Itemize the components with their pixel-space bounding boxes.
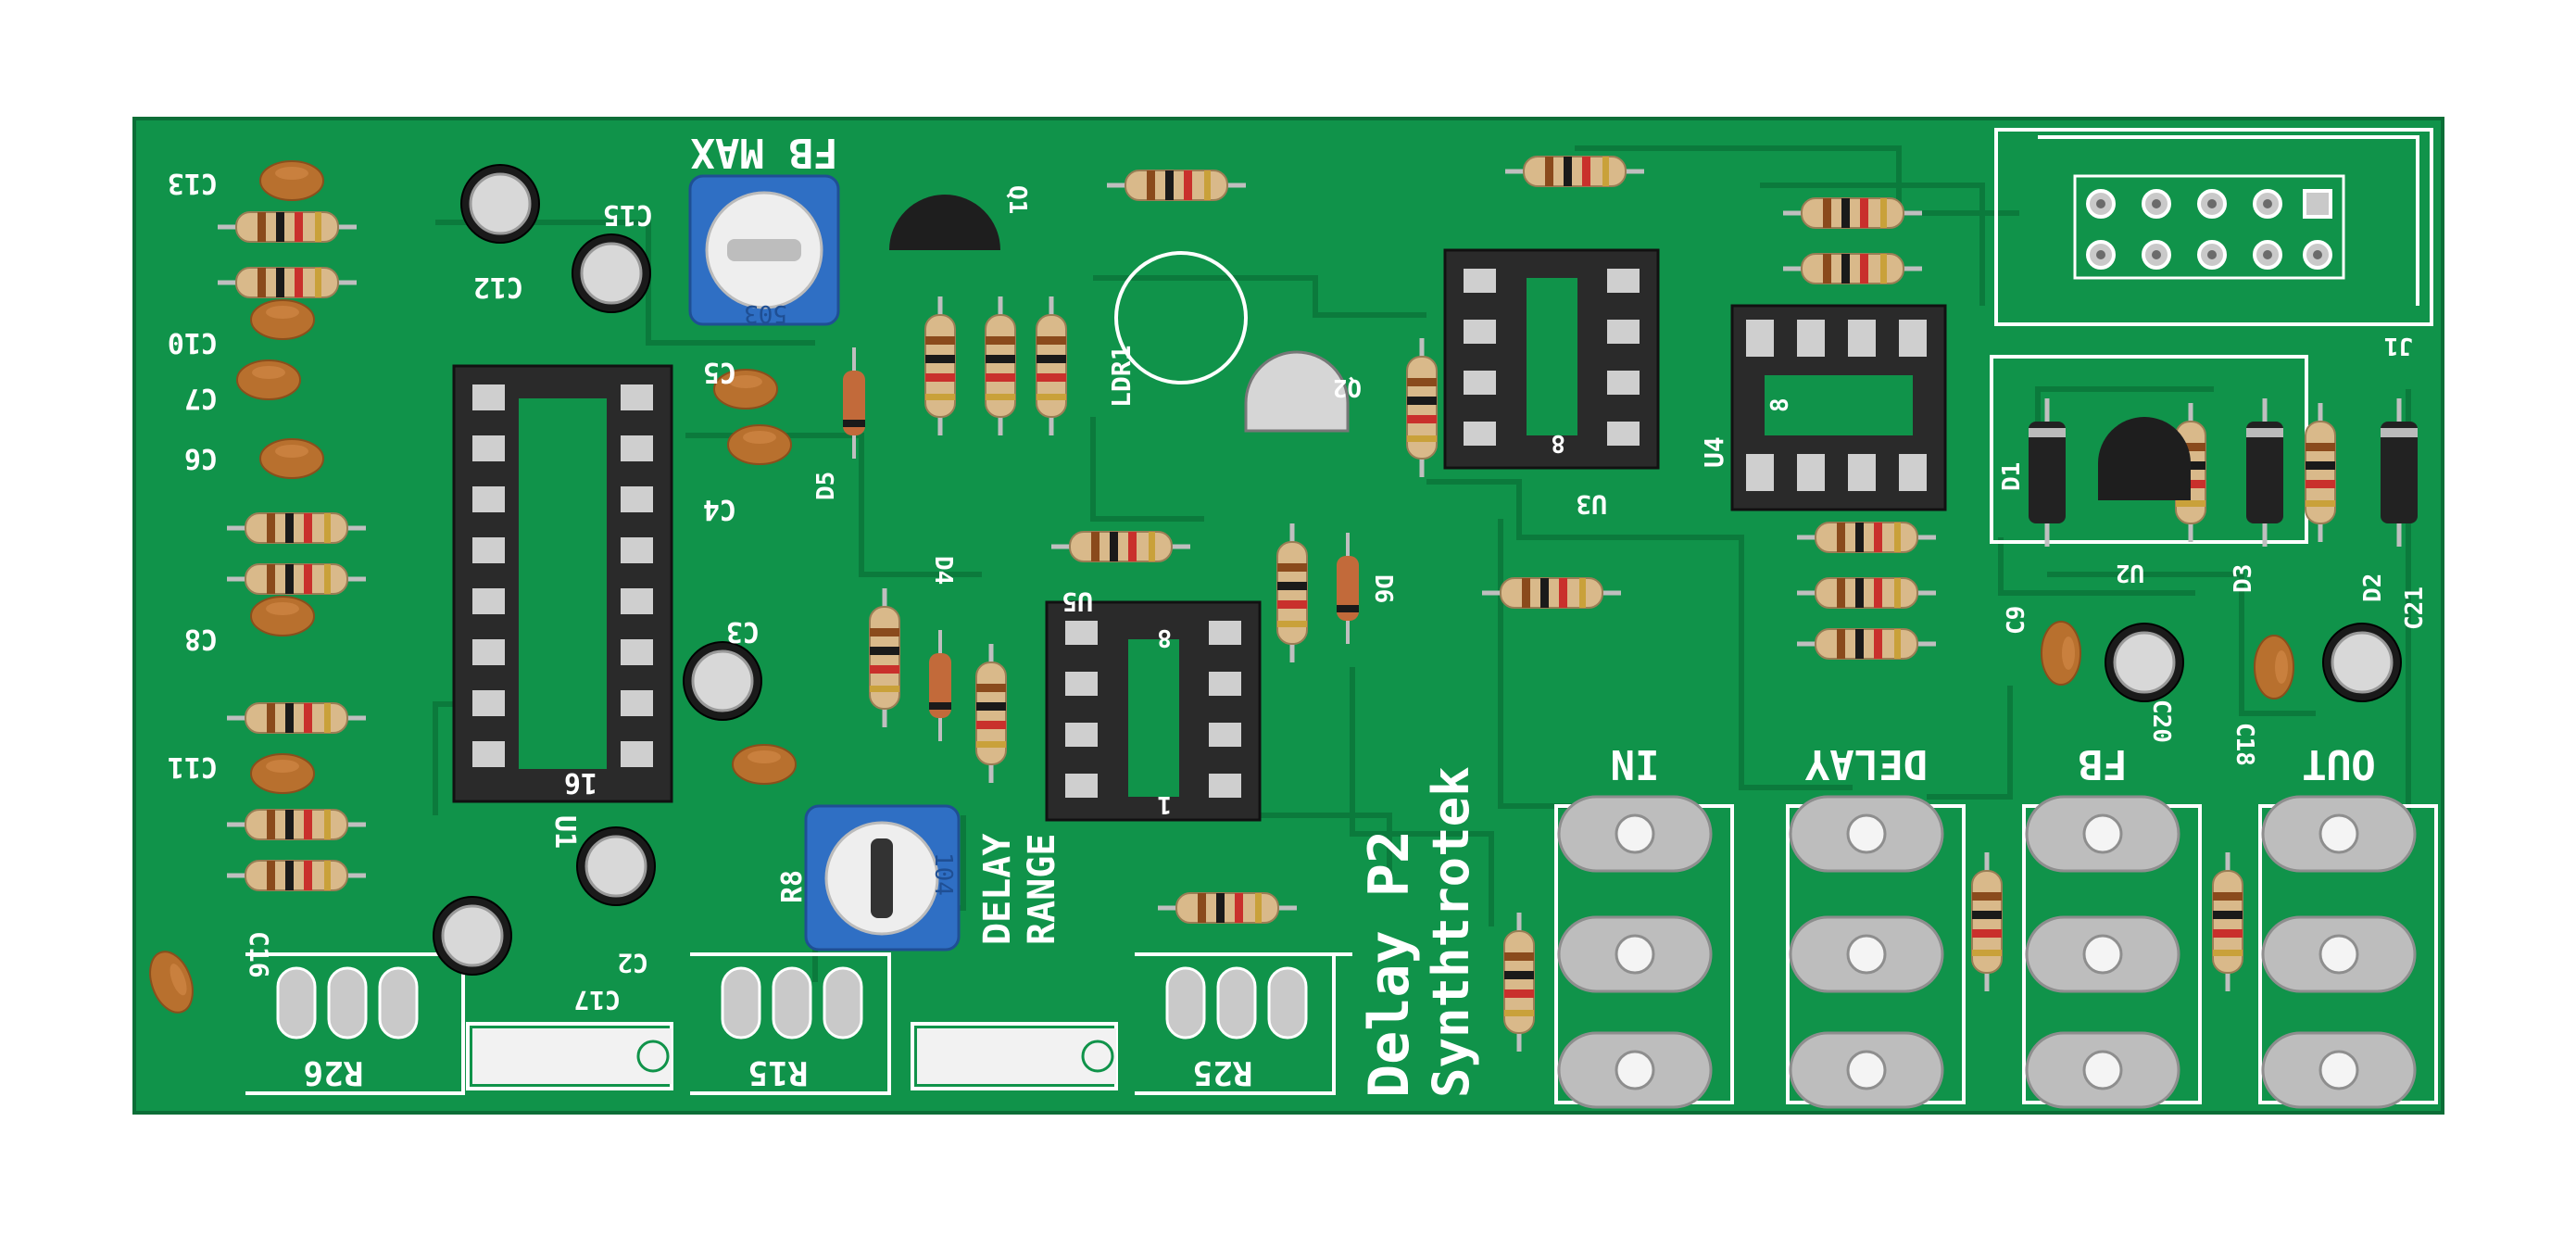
title-delay-p2: Delay P2	[1357, 830, 1422, 1098]
d4-label: D4	[929, 556, 957, 585]
c2-label: C2	[617, 948, 648, 978]
ldr1-label: LDR1	[1106, 346, 1137, 408]
r8-label: R8	[776, 870, 809, 903]
u3-pin-label: 8	[1551, 429, 1565, 457]
c15-label: C15	[603, 198, 653, 231]
empty-trimmer-footprints	[276, 966, 1308, 1040]
transistors	[889, 195, 2191, 500]
pot-label-out: OUT	[2302, 740, 2375, 788]
delay-range-trimmer-marking: 104	[929, 852, 957, 896]
ic-socket-u1	[452, 364, 673, 803]
c10-label: C10	[168, 326, 218, 359]
c16-label: C16	[244, 931, 274, 978]
u4-label: U4	[1699, 436, 1729, 468]
silkscreen-labels: FB MAX Delay P2 Synthtrotek DELAY RANGE …	[168, 129, 2429, 1098]
d2-label: D2	[2359, 573, 2387, 602]
delay-range-label-1: DELAY	[976, 834, 1019, 945]
c20-label: C20	[2147, 699, 2175, 743]
ic-socket-u5	[1045, 600, 1262, 822]
c5-label: C5	[703, 356, 736, 388]
c21-label: C21	[2401, 586, 2429, 630]
ic-socket-u4	[1730, 304, 1947, 511]
pot-label-in: IN	[1611, 740, 1660, 788]
fb-max-label: FB MAX	[691, 129, 838, 176]
trimmer-delay-range	[804, 804, 961, 951]
c8-label: C8	[184, 623, 218, 655]
title-synthtrotek: Synthtrotek	[1422, 766, 1480, 1098]
c18-label: C18	[2230, 723, 2258, 766]
trimmer-fb-max	[688, 174, 840, 326]
c17-label: C17	[573, 985, 621, 1015]
u2-label: U2	[2116, 559, 2144, 586]
delay-range-label-2: RANGE	[1021, 834, 1063, 945]
u4-pin-label: 8	[1766, 397, 1794, 412]
pot-label-delay: DELAY	[1804, 740, 1928, 788]
fb-max-trimmer-marking: 503	[744, 299, 787, 327]
c9-label: C9	[2003, 606, 2030, 635]
u5-pin2-label: 1	[1157, 790, 1172, 818]
c7-label: C7	[184, 382, 218, 414]
u5-pin1-label: 8	[1157, 624, 1172, 651]
r26-label: R26	[303, 1053, 363, 1091]
c13-label: C13	[168, 167, 218, 199]
c6-label: C6	[184, 442, 218, 474]
d5-label: D5	[812, 472, 840, 500]
c3-label: C3	[726, 615, 760, 648]
j1-label: J1	[2384, 332, 2413, 359]
u3-label: U3	[1576, 489, 1607, 520]
diodes	[843, 347, 2418, 741]
silkscreen-outlines	[245, 128, 2438, 1104]
u5-label: U5	[1062, 586, 1093, 617]
c4-label: C4	[703, 493, 736, 525]
ic-socket-u3	[1443, 248, 1660, 470]
q2-label: Q2	[1333, 373, 1362, 401]
logo-stickers	[472, 1028, 1116, 1084]
u1-pin-label: 16	[564, 766, 597, 799]
q1-label: Q1	[1003, 185, 1031, 214]
pot-label-fb: FB	[2079, 740, 2128, 788]
d1-label: D1	[1998, 462, 2026, 491]
power-header	[2073, 174, 2345, 280]
c11-label: C11	[168, 750, 218, 783]
r15-label: R15	[748, 1053, 808, 1091]
c12-label: C12	[473, 271, 523, 303]
d6-label: D6	[1369, 574, 1397, 603]
u1-label: U1	[548, 815, 581, 849]
d3-label: D3	[2230, 564, 2257, 593]
r25-label: R25	[1192, 1053, 1252, 1091]
